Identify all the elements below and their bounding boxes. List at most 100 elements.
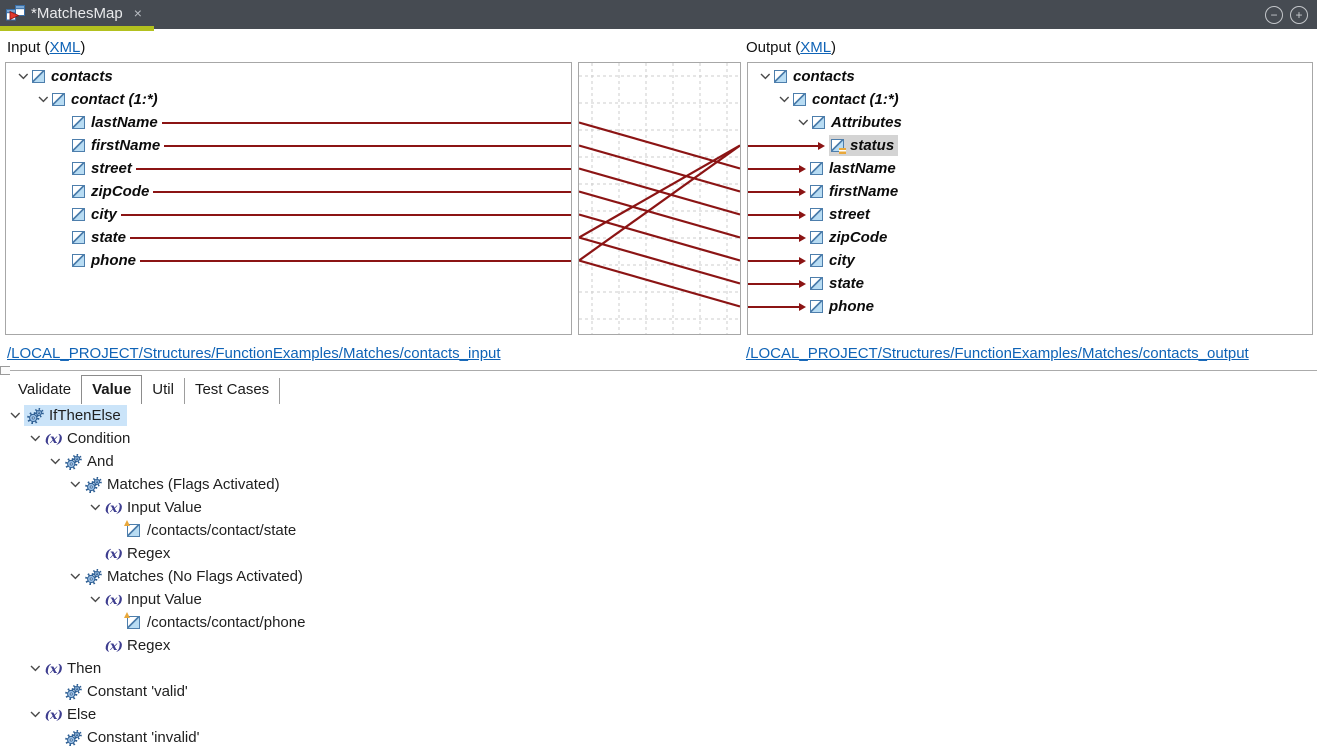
connection-line	[161, 121, 571, 124]
tab-validate[interactable]: Validate	[18, 381, 72, 399]
chevron-down-icon[interactable]	[86, 596, 104, 603]
tree-node-label: city	[829, 252, 855, 269]
zoom-in-button[interactable]: +	[1290, 5, 1308, 24]
mapping-arrow-icon	[748, 210, 806, 219]
chevron-down-icon[interactable]	[775, 96, 793, 103]
function-tree-label: Regex	[127, 637, 171, 654]
tab-value[interactable]: Value	[81, 375, 143, 404]
mapping-arrow-icon	[748, 233, 806, 242]
tab-matchesmap[interactable]: *MatchesMap ×	[0, 0, 154, 31]
mapping-arrow-icon	[748, 187, 806, 196]
gears-icon	[26, 407, 45, 424]
function-tree-node[interactable]: (x)Regex	[0, 542, 1317, 565]
tree-node[interactable]: Attributes	[748, 111, 1312, 134]
tree-node[interactable]: contact (1:*)	[6, 88, 571, 111]
tree-node[interactable]: phone	[6, 249, 571, 272]
tab-close-icon[interactable]: ×	[133, 5, 142, 21]
function-tree-node[interactable]: (x)Input Value	[0, 588, 1317, 611]
tree-node[interactable]: zipCode	[6, 180, 571, 203]
function-tree-node[interactable]: Matches (No Flags Activated)	[0, 565, 1317, 588]
chevron-down-icon[interactable]	[756, 73, 774, 80]
tree-node[interactable]: street	[6, 157, 571, 180]
function-tree-node[interactable]: And	[0, 450, 1317, 473]
function-tree-label: Input Value	[127, 591, 202, 608]
chevron-down-icon[interactable]	[14, 73, 32, 80]
tree-node[interactable]: firstName	[6, 134, 571, 157]
function-tree-label: /contacts/contact/state	[147, 522, 297, 539]
element-icon	[72, 139, 85, 152]
chevron-down-icon[interactable]	[46, 458, 64, 465]
mapping-arrow-icon	[748, 279, 806, 288]
tree-node[interactable]: city	[748, 249, 1312, 272]
function-tree-node[interactable]: /contacts/contact/state	[0, 519, 1317, 542]
connection-line	[579, 144, 740, 239]
element-icon	[810, 162, 823, 175]
zoom-out-button[interactable]: −	[1265, 5, 1283, 24]
element-icon	[124, 612, 140, 629]
function-tree-node[interactable]: /contacts/contact/phone	[0, 611, 1317, 634]
output-xml-link[interactable]: XML	[800, 39, 832, 56]
element-icon	[72, 116, 85, 129]
tree-node[interactable]: phone	[748, 295, 1312, 318]
tree-node[interactable]: state	[6, 226, 571, 249]
element-icon	[124, 520, 140, 537]
tree-node-label: street	[91, 160, 132, 177]
function-tree-node[interactable]: (x)Else	[0, 703, 1317, 726]
chevron-down-icon[interactable]	[26, 711, 44, 718]
function-tree-node[interactable]: Constant 'invalid'	[0, 726, 1317, 749]
tree-node[interactable]: status	[748, 134, 1312, 157]
parameter-icon: (x)	[44, 431, 63, 446]
connection-line	[153, 190, 571, 193]
function-tree-node[interactable]: (x) Condition	[0, 427, 1317, 450]
tree-node[interactable]: contacts	[6, 65, 571, 88]
tab-util[interactable]: Util	[142, 378, 185, 404]
function-tree-node[interactable]: (x) Then	[0, 657, 1317, 680]
function-tree-node[interactable]: (x)Regex	[0, 634, 1317, 657]
output-structure-link[interactable]: /LOCAL_PROJECT/Structures/FunctionExampl…	[746, 345, 1249, 362]
tree-node-label: zipCode	[829, 229, 888, 246]
element-icon	[793, 93, 806, 106]
tree-node[interactable]: contact (1:*)	[748, 88, 1312, 111]
parameter-icon: (x)	[44, 661, 63, 676]
chevron-down-icon[interactable]	[6, 412, 24, 419]
connection-line	[164, 144, 571, 147]
chevron-down-icon[interactable]	[66, 481, 84, 488]
function-tree-node[interactable]: Constant 'valid'	[0, 680, 1317, 703]
function-tree-label: Condition	[67, 430, 131, 447]
tab-test-cases[interactable]: Test Cases	[185, 378, 281, 404]
chevron-down-icon[interactable]	[26, 435, 44, 442]
tree-node-label: phone	[829, 298, 874, 315]
input-xml-link[interactable]: XML	[49, 39, 81, 56]
function-tree-label: Constant 'valid'	[87, 683, 188, 700]
function-tree-label: And	[87, 453, 114, 470]
view-zoom-actions: − +	[1265, 5, 1317, 24]
tree-node[interactable]: zipCode	[748, 226, 1312, 249]
function-tree-label: Then	[67, 660, 102, 677]
tree-node[interactable]: city	[6, 203, 571, 226]
function-tree-label: Matches (No Flags Activated)	[107, 568, 303, 585]
connection-line	[579, 144, 740, 193]
tree-node-label: street	[829, 206, 870, 223]
input-structure-link[interactable]: /LOCAL_PROJECT/Structures/FunctionExampl…	[7, 345, 501, 362]
function-tree-node[interactable]: (x)Input Value	[0, 496, 1317, 519]
tree-node[interactable]: street	[748, 203, 1312, 226]
tree-node-label: state	[91, 229, 127, 246]
parameter-icon: (x)	[104, 500, 123, 515]
tree-node[interactable]: state	[748, 272, 1312, 295]
tree-node[interactable]: firstName	[748, 180, 1312, 203]
tree-node[interactable]: lastName	[748, 157, 1312, 180]
tree-node-label: contacts	[51, 68, 113, 85]
tree-node[interactable]: lastName	[6, 111, 571, 134]
function-tree-node[interactable]: Matches (Flags Activated)	[0, 473, 1317, 496]
function-tree-node[interactable]: IfThenElse	[0, 404, 1317, 427]
chevron-down-icon[interactable]	[66, 573, 84, 580]
splitter[interactable]	[0, 366, 1317, 375]
splitter-handle-icon[interactable]	[0, 366, 10, 375]
tree-node[interactable]: contacts	[748, 65, 1312, 88]
chevron-down-icon[interactable]	[794, 119, 812, 126]
chevron-down-icon[interactable]	[26, 665, 44, 672]
chevron-down-icon[interactable]	[86, 504, 104, 511]
chevron-down-icon[interactable]	[34, 96, 52, 103]
